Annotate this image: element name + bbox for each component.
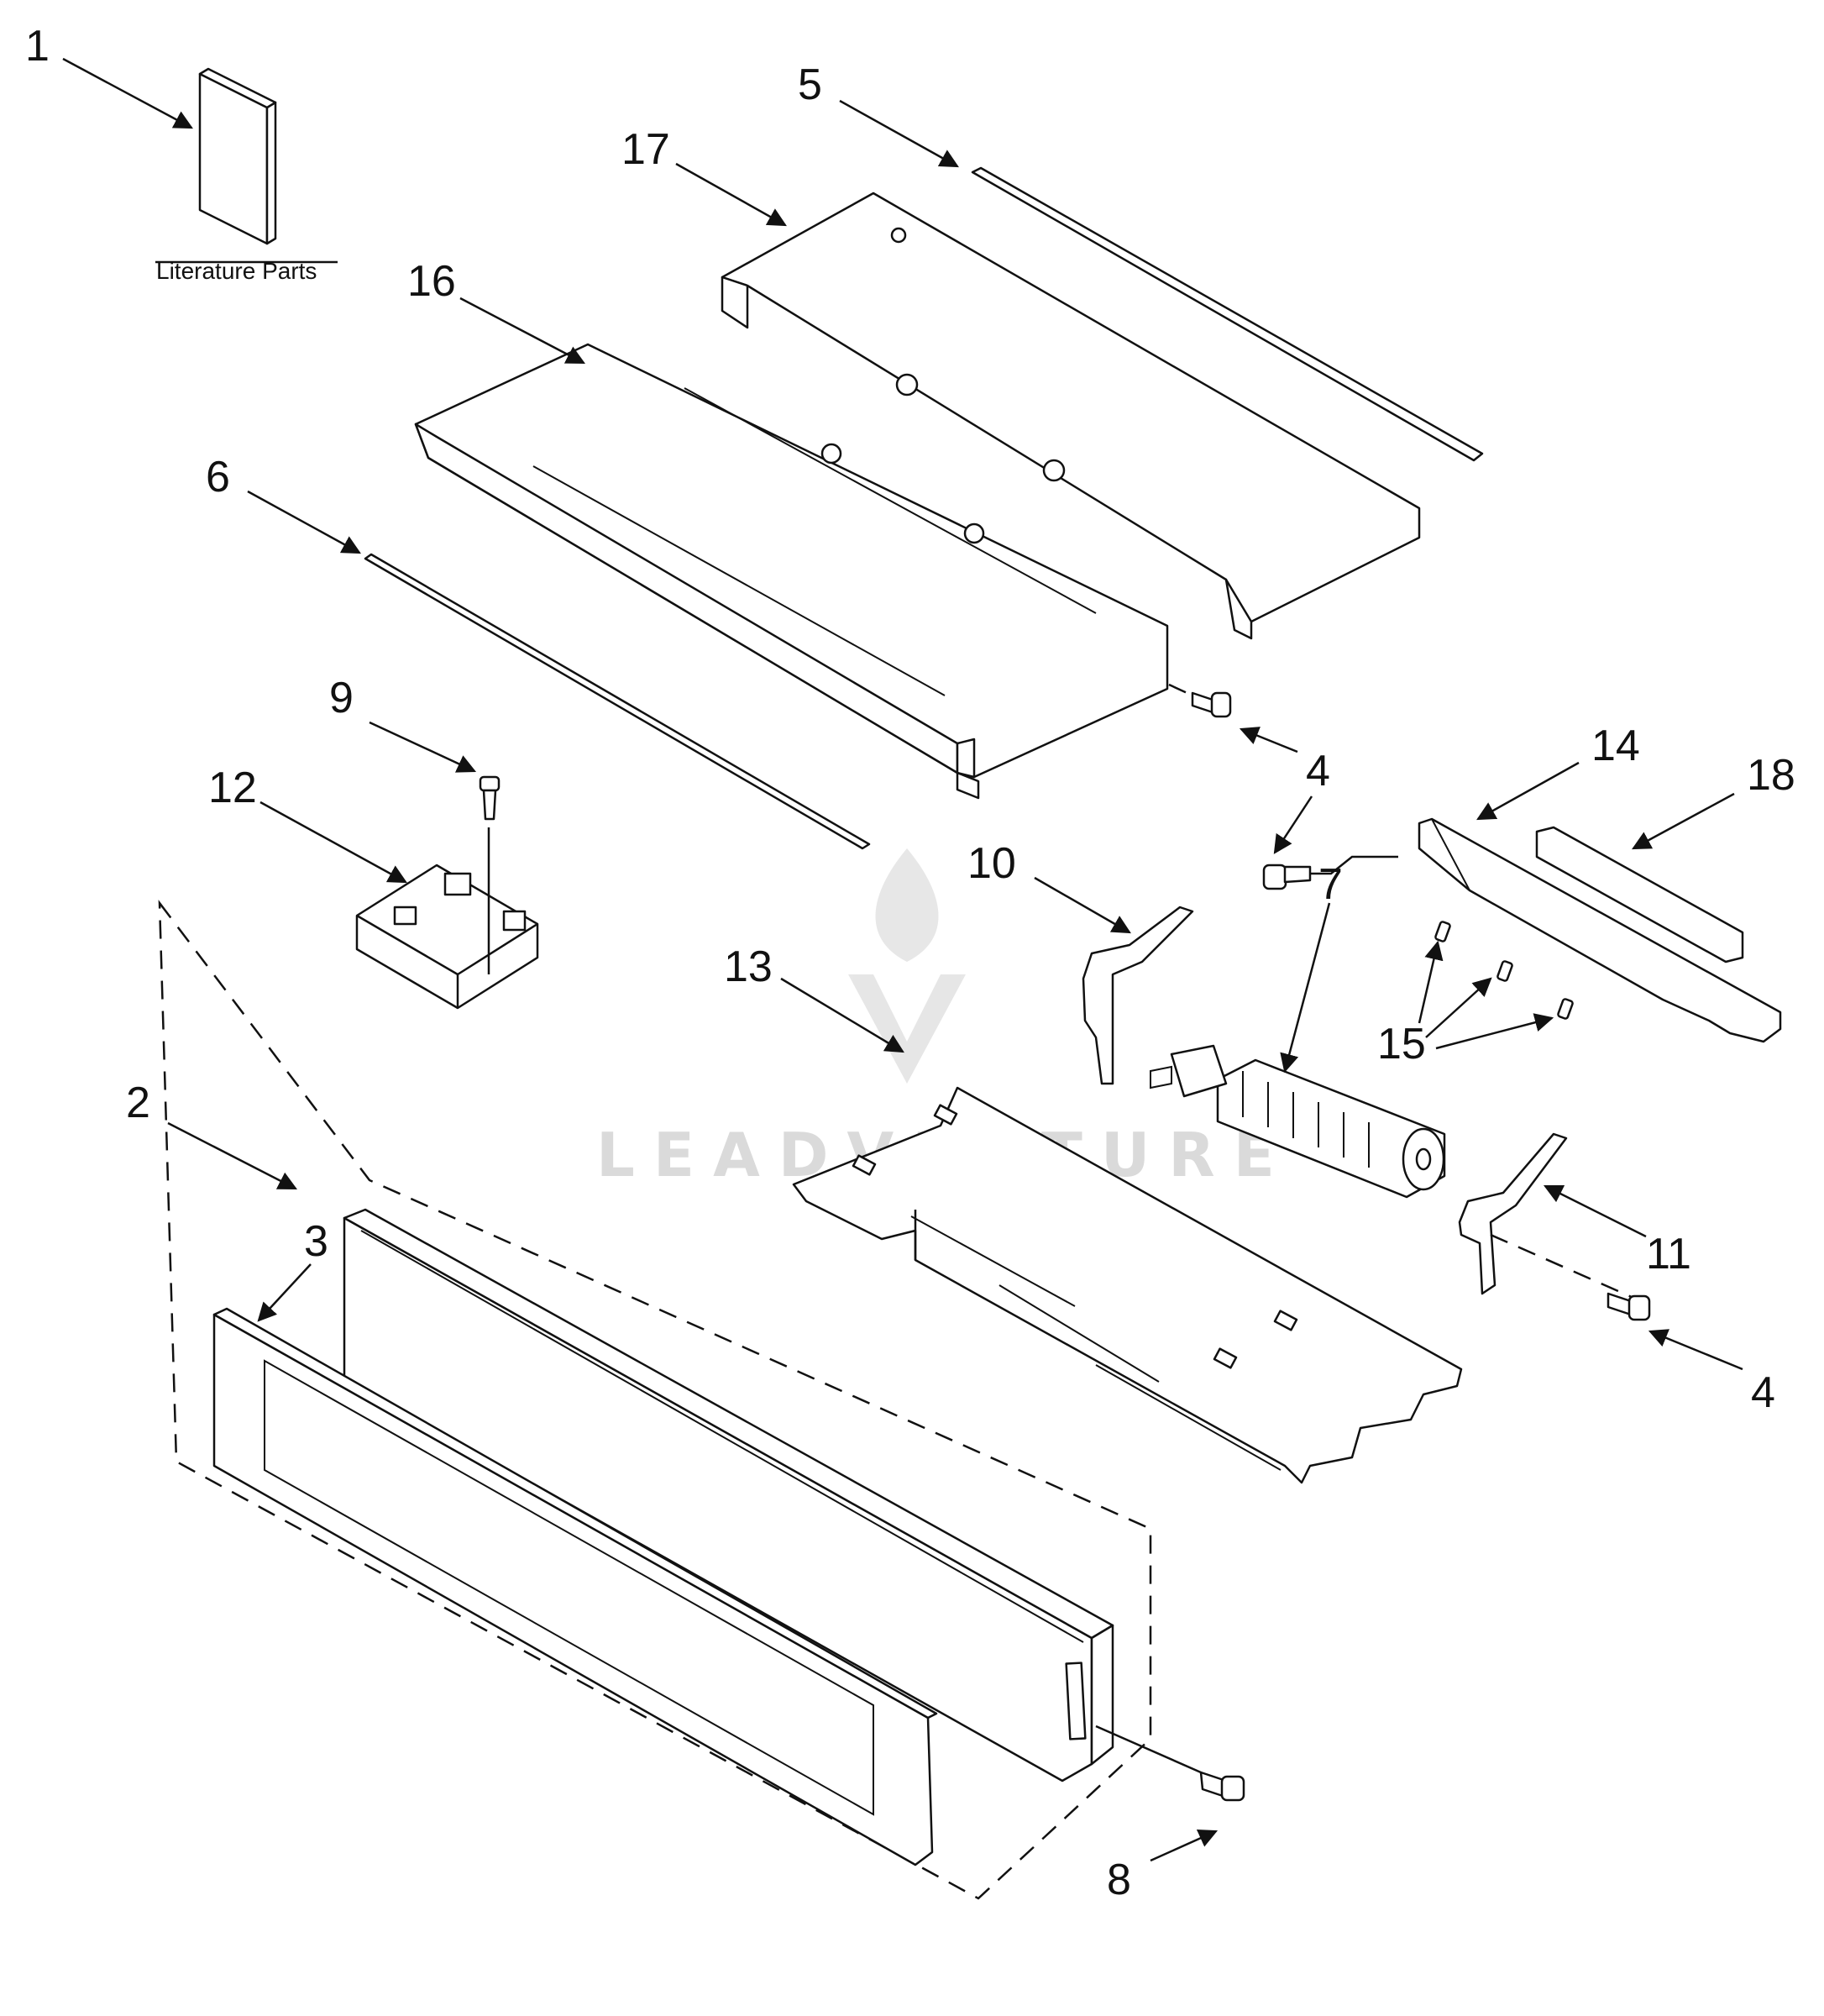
callout-17: 17 [621,125,670,174]
callout-2: 2 [126,1079,150,1127]
callout-12: 12 [208,764,257,812]
callout-10: 10 [967,839,1016,888]
part-bracket-11 [1458,1132,1634,1299]
callout-5: 5 [798,60,822,109]
part-bracket-14 [1310,817,1782,1043]
part-literature [155,67,338,264]
part-control-panel [343,1208,1114,1782]
callout-labels: 1 Literature Parts 5 17 16 6 9 12 4 14 1… [25,22,1795,1904]
callout-9: 9 [329,674,354,722]
literature-parts-label: Literature Parts [156,258,317,284]
part-insulation-strip [1535,826,1744,963]
flame-logo-icon [848,848,966,1084]
callout-8: 8 [1107,1856,1131,1904]
callout-11: 11 [1646,1230,1691,1278]
callout-4-right: 4 [1751,1368,1775,1417]
callout-18: 18 [1747,751,1795,800]
part-lower-panel [414,343,1169,800]
part-control-board [355,827,539,1010]
part-pins [1434,921,1574,1020]
part-screw-4a [1168,683,1232,718]
part-control-panel-assembly-outline [158,900,1152,1900]
callout-4-top: 4 [1306,747,1330,795]
part-base-panel [792,1086,1463,1484]
callout-7: 7 [1318,860,1343,909]
part-screw-4c [1606,1292,1651,1321]
callout-14: 14 [1591,722,1640,770]
callout-3: 3 [304,1217,328,1266]
part-screw-8 [1095,1725,1245,1802]
leader-arrows [62,57,1743,1862]
part-screw-9 [479,775,501,821]
callout-16: 16 [407,257,456,306]
part-bracket-10 [1082,906,1194,1085]
part-upper-panel [721,192,1421,640]
callout-13: 13 [724,942,773,991]
callout-1: 1 [25,22,50,71]
callout-6: 6 [206,453,230,501]
part-blower-motor [1150,1044,1446,1199]
part-screw-4b [1262,864,1312,890]
part-side-rail [364,553,871,850]
part-top-rail [971,166,1484,462]
callout-15: 15 [1377,1020,1426,1068]
part-control-panel-trim [212,1307,938,1866]
